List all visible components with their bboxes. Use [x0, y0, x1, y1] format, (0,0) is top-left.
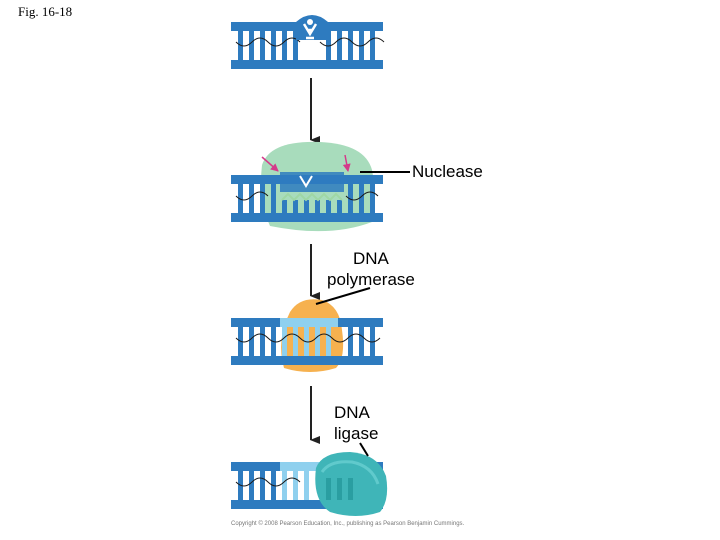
bottom-strand: [231, 60, 383, 69]
step3-polymerase: [231, 287, 383, 372]
repaired-segment: [280, 462, 338, 471]
step2-nuclease: [231, 141, 410, 232]
damage-bulge: [296, 15, 328, 40]
helix-line: [235, 37, 385, 47]
step1-damaged-dna: [231, 15, 385, 69]
nuclease-label: Nuclease: [412, 162, 483, 181]
polymerase-leader-line: [315, 287, 371, 305]
ligase-label: DNA ligase: [334, 402, 378, 444]
excised-segment: [280, 172, 344, 192]
polymerase-label: DNA polymerase: [327, 248, 415, 290]
polymerase-label-line1: DNA: [352, 249, 389, 268]
cut-arrow-right: [342, 154, 351, 172]
ligase-label-line2: ligase: [334, 424, 379, 443]
ligase-leader-line: [359, 442, 369, 457]
ligase-label-line1: DNA: [334, 403, 370, 422]
copyright-notice: Copyright © 2008 Pearson Education, Inc.…: [231, 521, 465, 527]
polymerase-label-line2: polymerase: [327, 270, 415, 289]
dimer-damage-icon: [302, 23, 318, 40]
new-dna-segment: [280, 318, 338, 327]
figure-label: Fig. 16-18: [18, 4, 73, 19]
bottom-strand: [231, 500, 383, 509]
bottom-strand: [231, 213, 383, 222]
cut-arrow-left: [261, 156, 279, 172]
step4-ligase: [231, 442, 388, 516]
bottom-strand: [231, 356, 383, 365]
